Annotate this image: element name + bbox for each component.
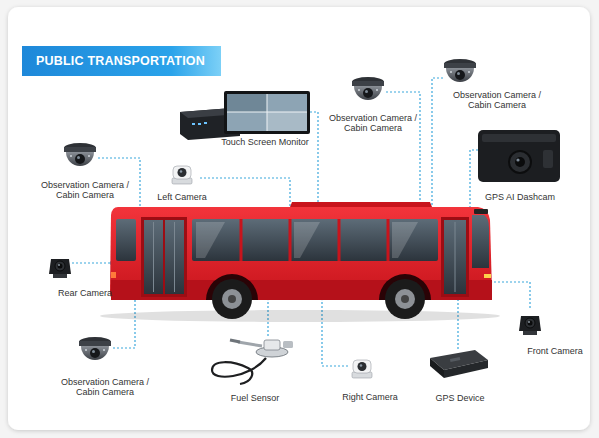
device-label: Observation Camera / Cabin Camera (37, 180, 133, 201)
device-label: Observation Camera / Cabin Camera (325, 113, 421, 134)
device-label: Left Camera (157, 192, 207, 202)
device-label: Right Camera (342, 392, 398, 402)
device-label: GPS AI Dashcam (485, 192, 555, 202)
device-label: Observation Camera / Cabin Camera (57, 377, 153, 398)
device-label: Observation Camera / Cabin Camera (449, 90, 545, 111)
device-label: GPS Device (435, 393, 484, 403)
title-banner: PUBLIC TRANSPORTATION (22, 46, 221, 76)
device-label: Front Camera (527, 346, 583, 356)
device-label: Fuel Sensor (231, 393, 280, 403)
device-label: Touch Screen Monitor (221, 137, 309, 147)
device-label: Rear Camera (58, 288, 112, 298)
